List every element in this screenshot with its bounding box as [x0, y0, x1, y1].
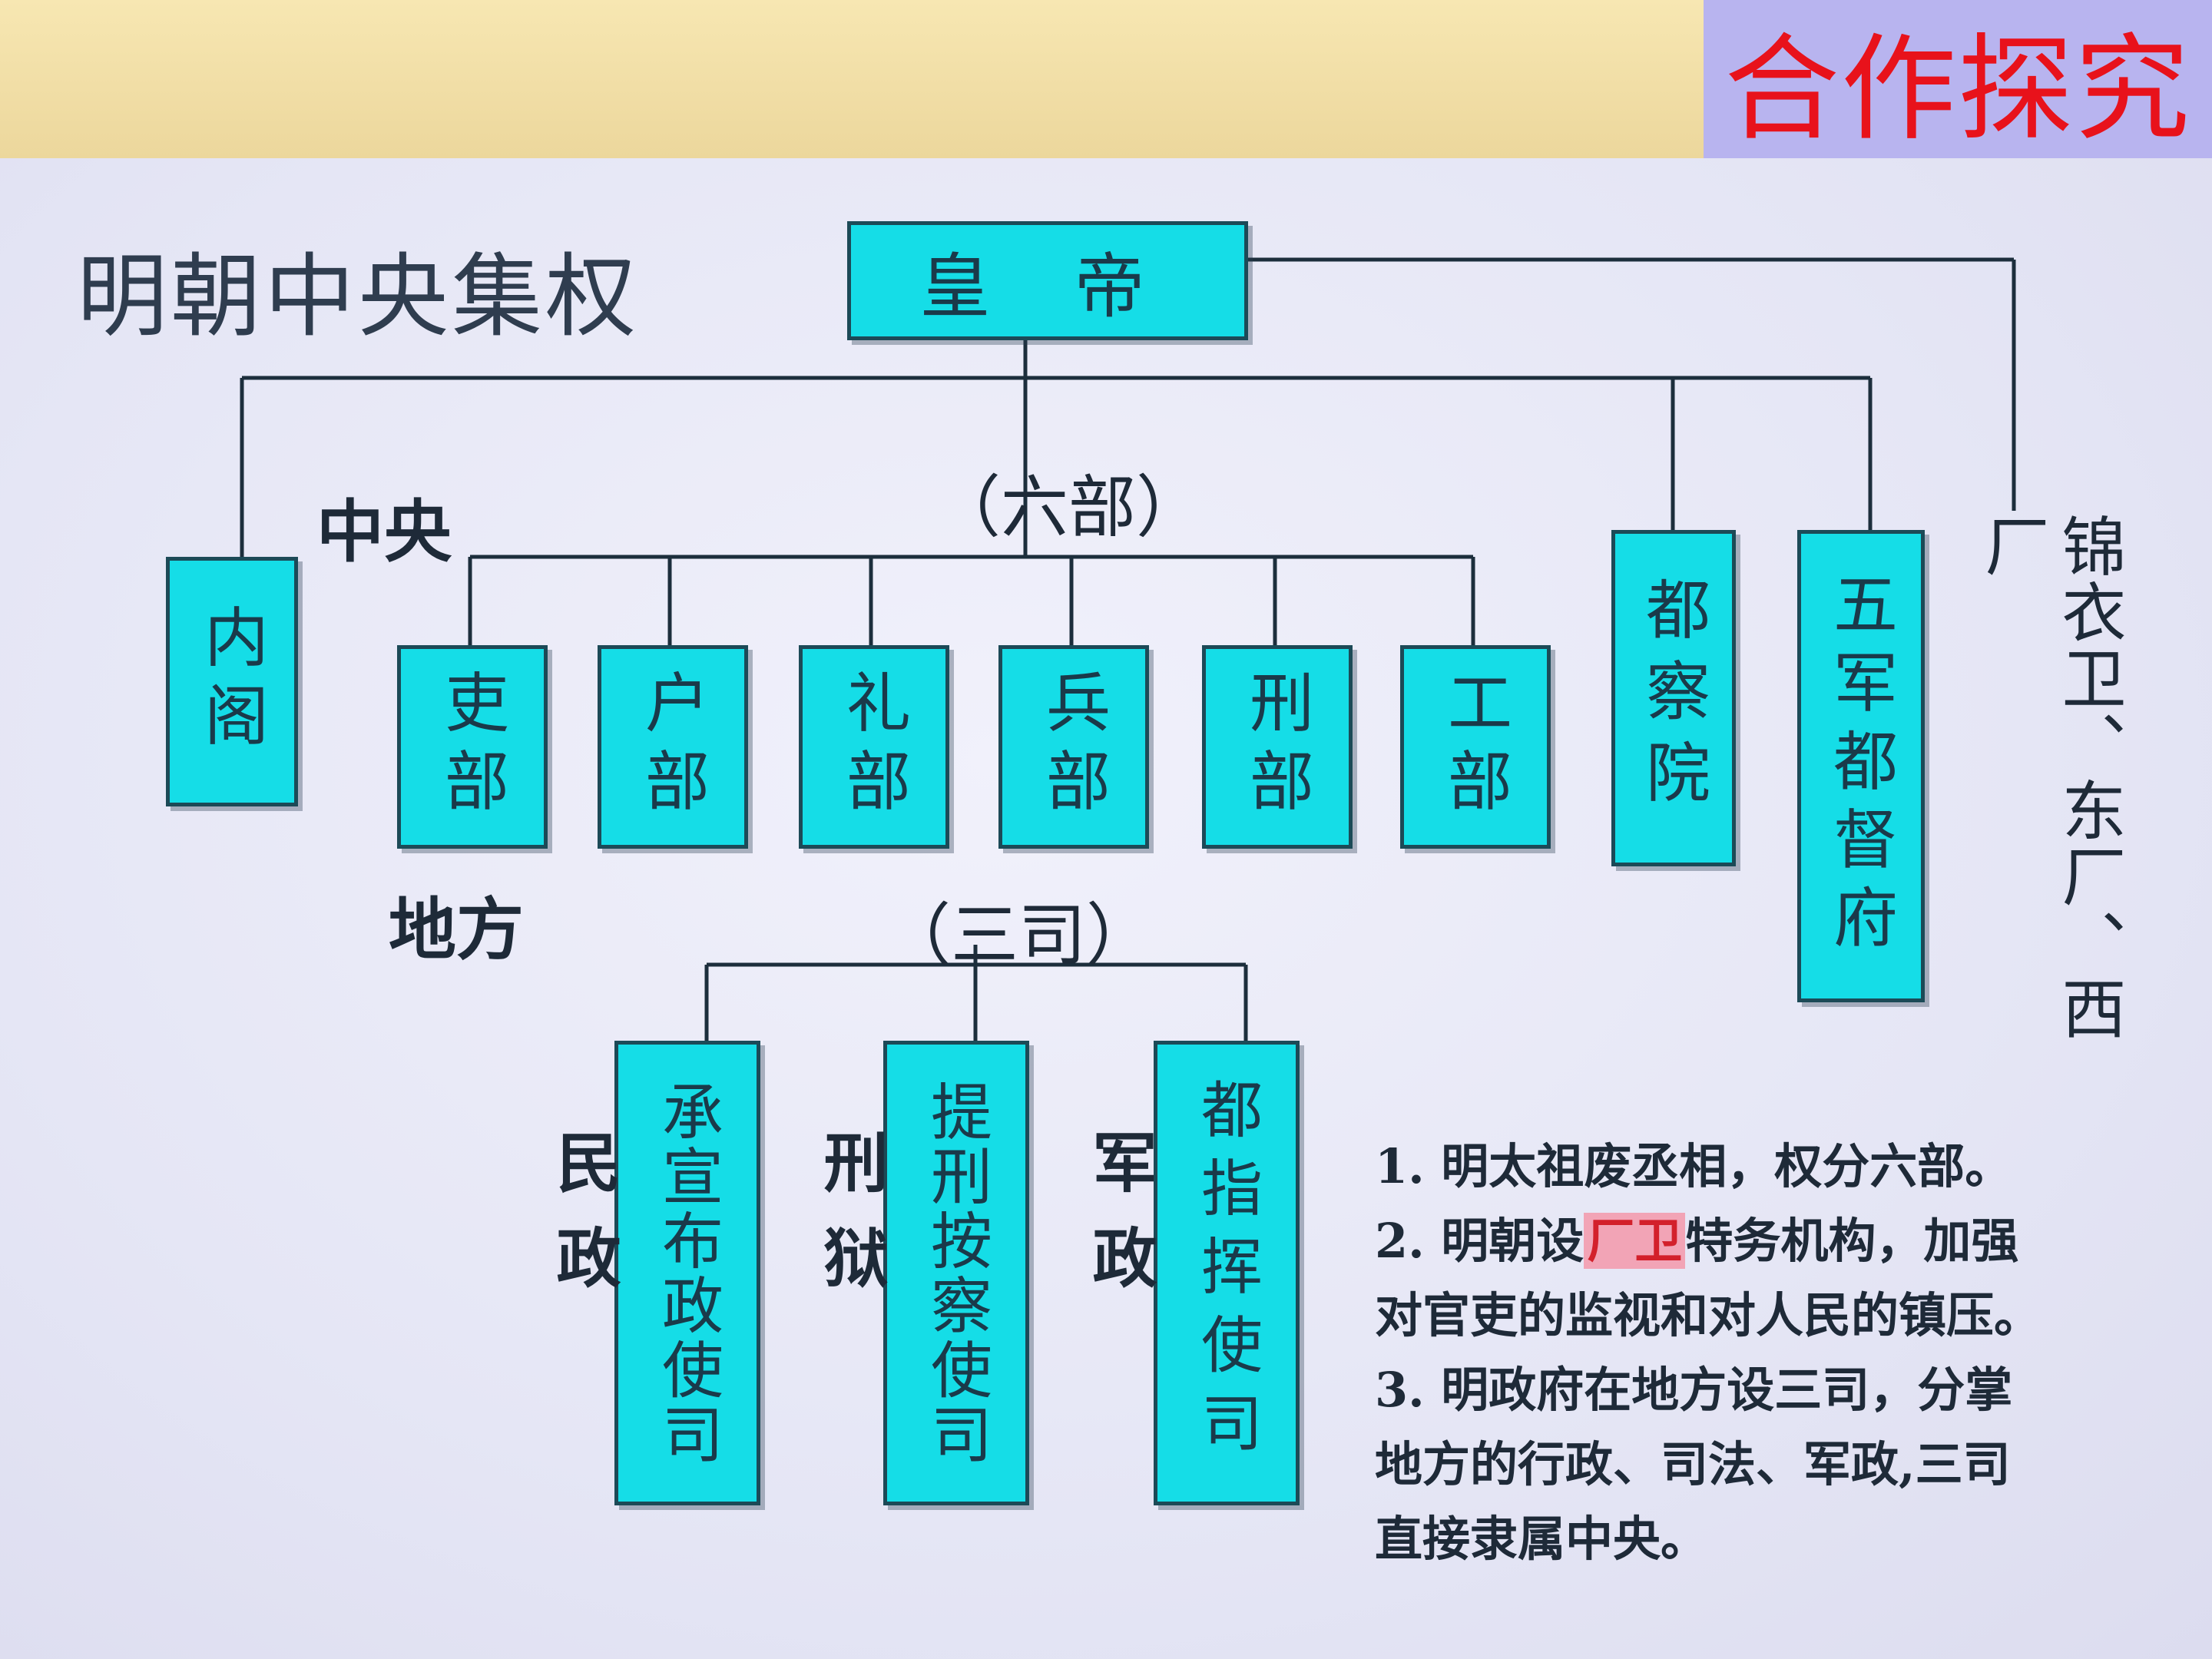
libu-personnel-label: 吏部	[434, 668, 510, 826]
notes-block: 1. 明太祖废丞相，权分六部。 2. 明朝设厂卫特务机构，加强 对官吏的监视和对…	[1375, 1129, 2151, 1576]
box-duzhihui: 都指挥使司	[1154, 1041, 1300, 1505]
gongbu-label: 工部	[1437, 668, 1513, 826]
box-bingbu: 兵部	[998, 645, 1149, 849]
note-line: 3. 明政府在地方设三司，分掌	[1375, 1362, 2013, 1418]
minzheng-label: 民政	[546, 1129, 622, 1320]
box-libu-personnel: 吏部	[397, 645, 548, 849]
note-line: 地方的行政、司法、军政,三司	[1375, 1436, 2011, 1492]
emperor-label: 皇 帝	[919, 246, 1176, 328]
note-text: 2. 明朝设	[1375, 1213, 1584, 1269]
highlight-changwei: 厂卫	[1584, 1213, 1686, 1269]
box-chengxuan: 承宣布政使司	[614, 1041, 760, 1505]
diagram-title: 明朝中央集权	[77, 243, 640, 349]
box-gongbu: 工部	[1400, 645, 1551, 849]
neige-label: 内阁	[194, 603, 270, 760]
label-local: 地方	[389, 889, 525, 969]
note-line: 对官吏的监视和对人民的镇压。	[1375, 1287, 2042, 1343]
jinyiwei-label: 锦衣卫、东厂、西厂	[1975, 513, 2127, 1041]
libu-rites-label: 礼部	[836, 668, 912, 826]
label-central: 中央	[316, 492, 452, 571]
hubu-label: 户部	[634, 668, 710, 826]
note-line: 直接隶属中央。	[1375, 1511, 1709, 1567]
xingbu-label: 刑部	[1239, 668, 1315, 826]
box-tixing: 提刑按察使司	[883, 1041, 1029, 1505]
box-duchayuan: 都察院	[1611, 530, 1736, 866]
note-text: 特务机构，加强	[1685, 1213, 2019, 1269]
box-neige: 内阁	[166, 557, 298, 806]
topic-badge: 合作探究	[1704, 0, 2212, 158]
box-libu-rites: 礼部	[799, 645, 949, 849]
chengxuan-label: 承宣布政使司	[652, 1079, 724, 1467]
xingyu-label: 刑狱	[813, 1129, 889, 1320]
duzhihui-label: 都指挥使司	[1191, 1077, 1263, 1469]
box-hubu: 户部	[598, 645, 748, 849]
box-xingbu: 刑部	[1202, 645, 1353, 849]
tixing-label: 提刑按察使司	[921, 1079, 992, 1467]
box-wujun: 五军都督府	[1797, 530, 1925, 1002]
junzheng-label: 军政	[1082, 1129, 1158, 1320]
wujun-label: 五军都督府	[1823, 570, 1899, 962]
emperor-box: 皇 帝	[847, 221, 1248, 340]
label-three-offices: （三司）	[883, 896, 1154, 975]
label-six-ministries: （六部）	[933, 468, 1204, 547]
note-line: 1. 明太祖废丞相，权分六部。	[1375, 1138, 2013, 1194]
note-line: 2. 明朝设厂卫特务机构，加强	[1375, 1204, 2151, 1278]
bingbu-label: 兵部	[1035, 668, 1111, 826]
top-banner	[0, 0, 1704, 158]
duchayuan-label: 都察院	[1635, 576, 1711, 820]
